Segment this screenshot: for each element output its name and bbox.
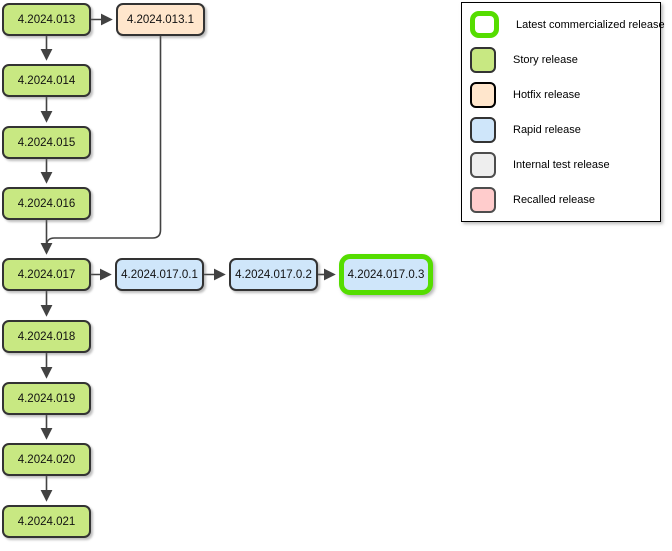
release-node-4.2024.021: 4.2024.021 (2, 505, 91, 538)
release-node-4.2024.017.0.2: 4.2024.017.0.2 (229, 258, 318, 291)
legend-item-hotfix: Hotfix release (470, 81, 652, 108)
release-node-4.2024.013: 4.2024.013 (2, 3, 91, 36)
legend-label: Internal test release (513, 158, 610, 171)
release-node-4.2024.020: 4.2024.020 (2, 443, 91, 476)
legend-label: Recalled release (513, 193, 595, 206)
legend-label: Hotfix release (513, 88, 581, 101)
legend-swatch-latest (470, 11, 499, 38)
legend-item-latest: Latest commercialized release (470, 11, 665, 38)
release-node-4.2024.016: 4.2024.016 (2, 187, 91, 220)
legend-label: Latest commercialized release (516, 18, 665, 31)
legend-item-rapid: Rapid release (470, 116, 652, 143)
release-node-4.2024.017.0.1: 4.2024.017.0.1 (115, 258, 204, 291)
legend-swatch-story (470, 46, 496, 73)
legend-label: Rapid release (513, 123, 581, 136)
release-node-4.2024.018: 4.2024.018 (2, 320, 91, 353)
legend-swatch-internal (470, 151, 496, 178)
release-node-4.2024.014: 4.2024.014 (2, 64, 91, 97)
legend-swatch-rapid (470, 116, 496, 143)
release-node-4.2024.013.1: 4.2024.013.1 (116, 3, 205, 36)
release-node-4.2024.019: 4.2024.019 (2, 382, 91, 415)
legend-item-internal: Internal test release (470, 151, 652, 178)
legend-item-story: Story release (470, 46, 652, 73)
release-node-4.2024.017: 4.2024.017 (2, 258, 91, 291)
legend-item-recalled: Recalled release (470, 186, 652, 213)
release-node-4.2024.015: 4.2024.015 (2, 126, 91, 159)
legend-swatch-hotfix (470, 81, 496, 108)
legend-label: Story release (513, 53, 578, 66)
release-node-4.2024.017.0.3: 4.2024.017.0.3 (339, 254, 433, 295)
legend-swatch-recalled (470, 186, 496, 213)
